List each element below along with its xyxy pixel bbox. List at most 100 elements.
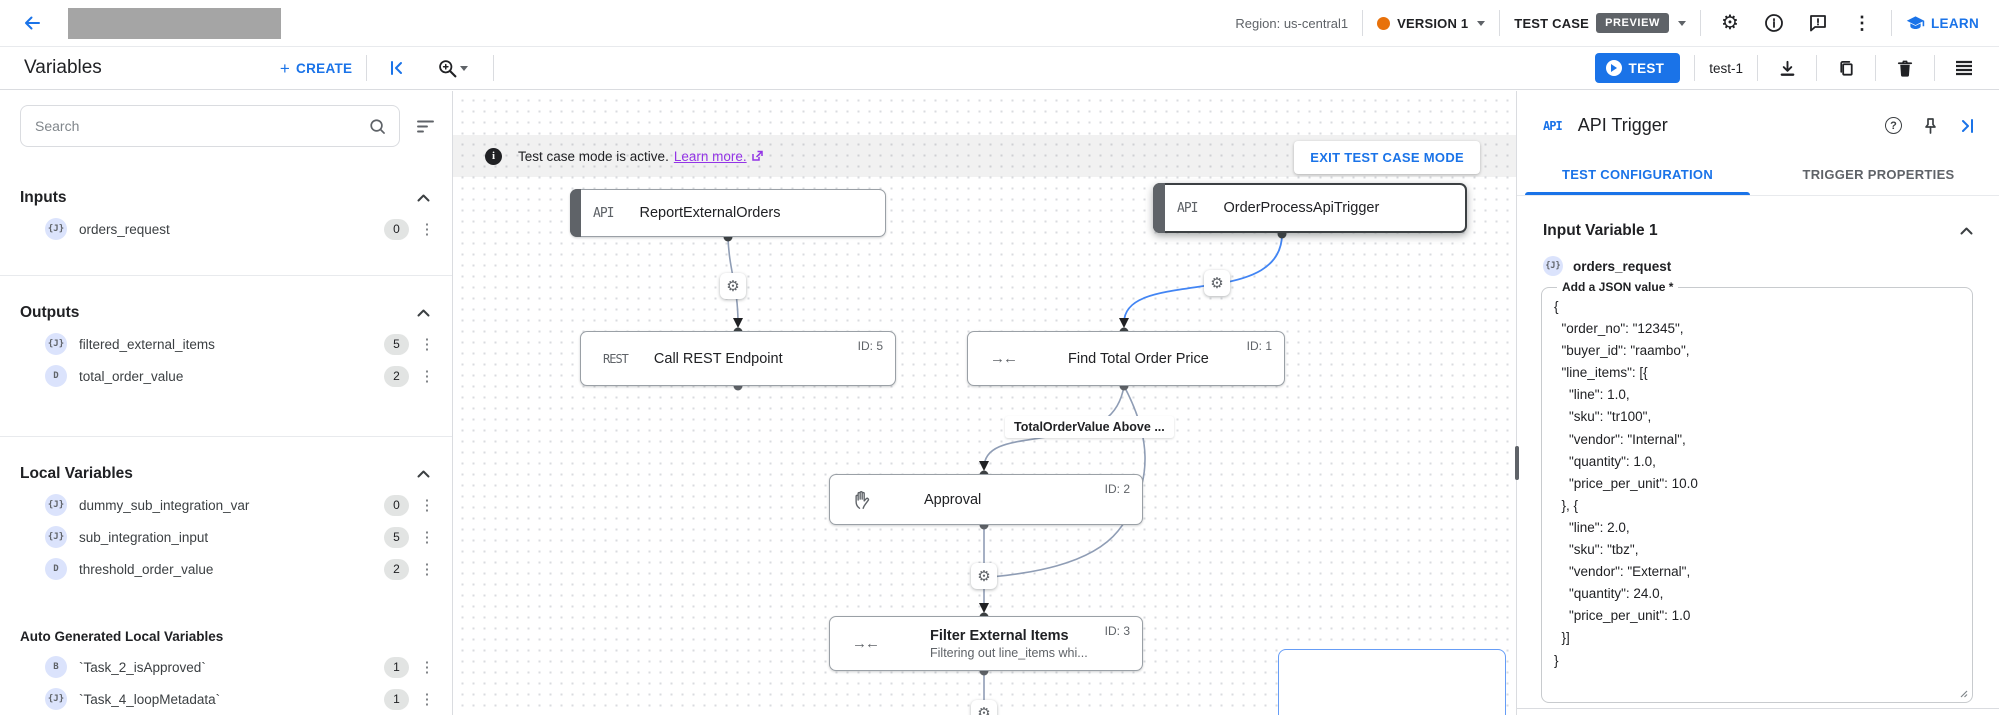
row-menu-icon[interactable]: ⋮ — [419, 528, 435, 546]
edge-settings-gear-icon[interactable]: ⚙ — [1204, 270, 1230, 296]
edge-settings-gear-icon[interactable]: ⚙ — [720, 273, 746, 299]
count-badge: 2 — [384, 365, 409, 387]
edge-settings-gear-icon[interactable]: ⚙ — [971, 563, 997, 589]
divider — [1362, 10, 1364, 36]
log-lines-icon[interactable] — [1949, 53, 1979, 83]
collapse-panel-left-icon[interactable] — [381, 53, 411, 83]
row-menu-icon[interactable]: ⋮ — [419, 560, 435, 578]
row-menu-icon[interactable]: ⋮ — [419, 220, 435, 238]
test-button[interactable]: TEST — [1594, 53, 1681, 83]
variable-name: orders_request — [1573, 258, 1672, 274]
edge-condition-label[interactable]: TotalOrderValue Above ... — [1005, 416, 1174, 438]
back-arrow-icon[interactable] — [18, 9, 46, 37]
tab-test-configuration[interactable]: TEST CONFIGURATION — [1517, 156, 1758, 195]
node-approval[interactable]: Approval ID: 2 — [829, 474, 1143, 525]
variable-row[interactable]: D threshold_order_value 2 ⋮ — [0, 553, 452, 585]
json-field-label: Add a JSON value * — [1562, 280, 1674, 294]
zoom-dropdown[interactable] — [425, 53, 479, 83]
resize-grip-icon[interactable] — [1958, 688, 1968, 698]
chevron-up-icon[interactable] — [417, 470, 430, 478]
count-badge: 5 — [384, 333, 409, 355]
search-box[interactable] — [20, 105, 400, 147]
variable-name: filtered_external_items — [79, 336, 215, 352]
row-menu-icon[interactable]: ⋮ — [419, 335, 435, 353]
download-icon[interactable] — [1772, 53, 1802, 83]
variable-row[interactable]: {J} dummy_sub_integration_var 0 ⋮ — [0, 489, 452, 521]
type-badge-json: {J} — [45, 494, 67, 516]
redacted-title-block — [68, 7, 281, 39]
variables-sidebar: Inputs {J} orders_request 0 ⋮ Outputs {J… — [0, 91, 453, 715]
create-variable-button[interactable]: + CREATE — [280, 60, 353, 77]
sort-icon[interactable] — [410, 111, 440, 141]
chevron-down-icon — [1678, 20, 1686, 26]
chevron-up-icon[interactable] — [417, 309, 430, 317]
variable-row[interactable]: {J} `Task_4_loopMetadata` 1 ⋮ — [0, 683, 452, 715]
empty-suggestion-box[interactable] — [1278, 649, 1506, 715]
collapse-panel-right-icon[interactable] — [1959, 117, 1977, 135]
panel-resize-handle[interactable] — [1515, 446, 1519, 480]
node-subtitle: Filtering out line_items whi... — [930, 645, 1088, 660]
section-title: Local Variables — [20, 465, 133, 482]
divider — [366, 55, 368, 81]
variable-row[interactable]: {J} orders_request 0 ⋮ — [0, 213, 452, 245]
section-title: Auto Generated Local Variables — [20, 628, 224, 644]
node-report-external-orders[interactable]: API ReportExternalOrders — [570, 189, 886, 237]
row-menu-icon[interactable]: ⋮ — [419, 658, 435, 676]
exit-test-case-mode-button[interactable]: EXIT TEST CASE MODE — [1294, 141, 1480, 174]
workflow-canvas[interactable]: i Test case mode is active. Learn more. … — [453, 91, 1516, 715]
input-variable-section-header[interactable]: Input Variable 1 — [1517, 196, 1999, 240]
learn-more-link[interactable]: Learn more. — [674, 149, 763, 164]
test-mode-banner: i Test case mode is active. Learn more. … — [453, 135, 1516, 177]
node-order-process-api-trigger[interactable]: API OrderProcessApiTrigger — [1153, 183, 1467, 233]
json-value-input[interactable]: { "order_no": "12345", "buyer_id": "raam… — [1554, 299, 1698, 668]
info-icon[interactable] — [1759, 8, 1789, 38]
row-menu-icon[interactable]: ⋮ — [419, 367, 435, 385]
panel-footer-divider — [1517, 708, 1999, 709]
variable-row[interactable]: D total_order_value 2 ⋮ — [0, 360, 452, 392]
node-call-rest-endpoint[interactable]: REST Call REST Endpoint ID: 5 — [580, 331, 896, 386]
chevron-up-icon[interactable] — [1960, 227, 1973, 235]
chevron-up-icon[interactable] — [417, 194, 430, 202]
hand-approval-icon — [852, 489, 874, 511]
variable-row[interactable]: {J} sub_integration_input 5 ⋮ — [0, 521, 452, 553]
section-header-auto-generated[interactable]: Auto Generated Local Variables — [0, 621, 452, 651]
json-value-field[interactable]: Add a JSON value * { "order_no": "12345"… — [1541, 280, 1973, 703]
variable-row[interactable]: {J} filtered_external_items 5 ⋮ — [0, 328, 452, 360]
settings-gear-icon[interactable]: ⚙ — [1721, 12, 1739, 34]
test-case-selector[interactable]: TEST CASE PREVIEW — [1514, 13, 1686, 33]
row-menu-icon[interactable]: ⋮ — [419, 690, 435, 708]
data-mapping-icon: →← — [852, 635, 880, 652]
node-type-label: REST — [603, 351, 629, 366]
section-header-inputs[interactable]: Inputs — [0, 183, 452, 213]
node-name: Filter External Items — [930, 627, 1069, 644]
section-header-local-variables[interactable]: Local Variables — [0, 459, 452, 489]
node-find-total-order-price[interactable]: →← Find Total Order Price ID: 1 — [967, 331, 1285, 386]
node-id-label: ID: 3 — [1104, 624, 1130, 638]
node-filter-external-items[interactable]: →← Filter External Items Filtering out l… — [829, 616, 1143, 671]
node-name: OrderProcessApiTrigger — [1223, 200, 1380, 216]
variables-title: Variables — [24, 57, 102, 78]
edge-settings-gear-icon[interactable]: ⚙ — [971, 700, 997, 715]
api-badge: API — [1543, 118, 1563, 133]
divider — [0, 436, 452, 437]
help-icon[interactable]: ? — [1885, 117, 1902, 134]
search-input[interactable] — [35, 118, 368, 134]
row-menu-icon[interactable]: ⋮ — [419, 496, 435, 514]
section-title: Input Variable 1 — [1543, 222, 1658, 239]
tab-trigger-properties[interactable]: TRIGGER PROPERTIES — [1802, 167, 1955, 182]
learn-link[interactable]: LEARN — [1906, 14, 1979, 33]
school-cap-icon — [1906, 15, 1925, 29]
test-case-name: test-1 — [1709, 60, 1743, 76]
copy-icon[interactable] — [1831, 53, 1861, 83]
test-case-label: TEST CASE — [1514, 15, 1590, 31]
more-vertical-icon[interactable]: ⋮ — [1853, 12, 1871, 33]
version-selector[interactable]: VERSION 1 — [1377, 16, 1486, 31]
pin-icon[interactable] — [1922, 117, 1939, 135]
delete-trash-icon[interactable] — [1890, 53, 1920, 83]
feedback-icon[interactable] — [1803, 8, 1833, 38]
node-name: Approval — [924, 491, 982, 508]
variable-name: `Task_4_loopMetadata` — [79, 691, 221, 707]
section-header-outputs[interactable]: Outputs — [0, 298, 452, 328]
variable-row[interactable]: B `Task_2_isApproved` 1 ⋮ — [0, 651, 452, 683]
